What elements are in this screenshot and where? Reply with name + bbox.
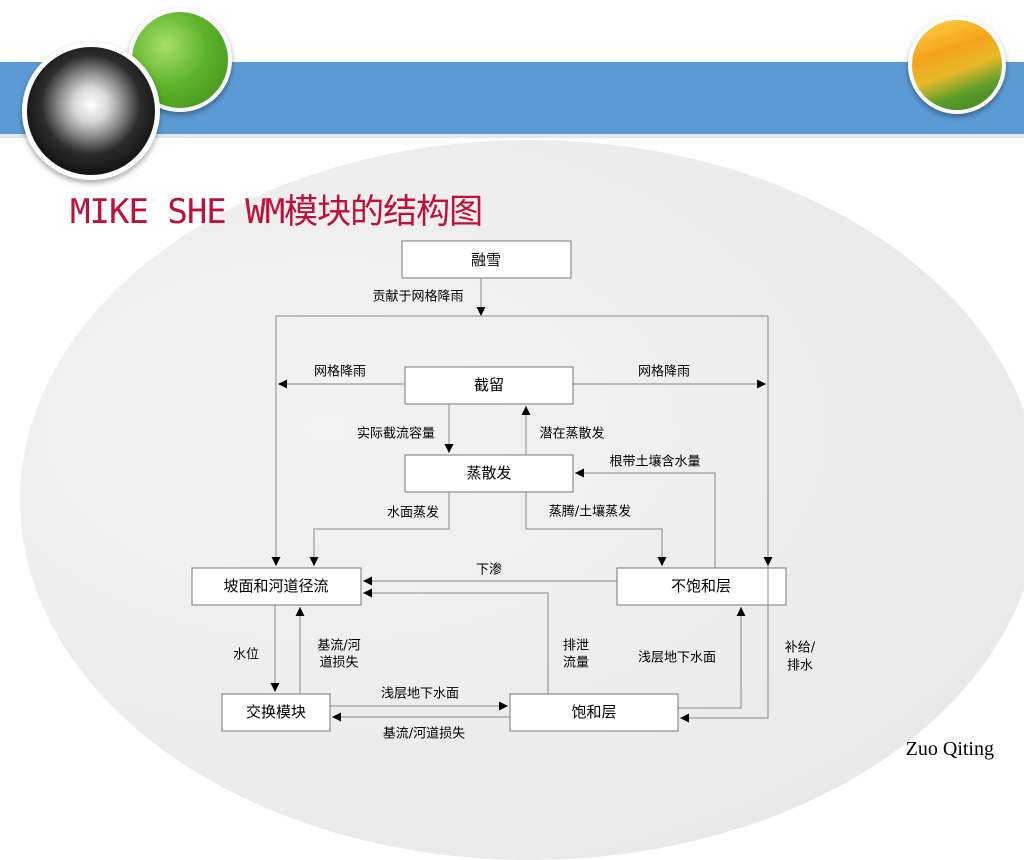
label-recharge-2: 排水 bbox=[787, 659, 813, 674]
label-baseflow-loss-1: 基流/河 bbox=[317, 639, 360, 654]
box-saturated-zone bbox=[509, 693, 679, 732]
flow-shallow-gw-up bbox=[678, 607, 746, 709]
box-interception-label: 截留 bbox=[474, 376, 504, 394]
label-actual-capacity: 实际截流容量 bbox=[357, 426, 435, 442]
label-grid-rain-right: 网格降雨 bbox=[638, 364, 690, 380]
label-shallow-gw-bottom: 浅层地下水面 bbox=[381, 687, 459, 702]
flow-root-moisture bbox=[575, 468, 716, 568]
label-shallow-gw-right: 浅层地下水面 bbox=[638, 651, 716, 666]
wm-structure-diagram: 融雪 截留 蒸散发 坡面和河道径流 不饱和层 交换模块 饱和层 贡献于网格降雨 … bbox=[191, 240, 816, 742]
label-infiltration: 下渗 bbox=[476, 563, 502, 578]
box-exchange-module bbox=[221, 693, 331, 732]
box-evapotranspiration-label: 蒸散发 bbox=[466, 464, 511, 482]
box-saturated-zone-label: 饱和层 bbox=[571, 703, 616, 721]
box-evapotranspiration bbox=[404, 454, 574, 493]
label-drain-2: 流量 bbox=[563, 656, 589, 671]
label-contribute-rain: 贡献于网格降雨 bbox=[372, 289, 463, 305]
label-baseflow-loss-2: 道损失 bbox=[319, 656, 358, 671]
flow-water-evap bbox=[309, 492, 450, 566]
label-soil-evap: 蒸腾/土壤蒸发 bbox=[549, 504, 631, 520]
author-credit: Zuo Qiting bbox=[905, 738, 994, 760]
flow-soil-evap bbox=[525, 492, 667, 566]
box-snowmelt bbox=[401, 240, 572, 279]
label-potential-et: 潜在蒸散发 bbox=[539, 426, 604, 442]
flow-recharge bbox=[680, 566, 769, 723]
box-snowmelt-label: 融雪 bbox=[471, 251, 501, 269]
box-unsaturated-zone bbox=[616, 567, 787, 606]
box-unsaturated-zone-label: 不饱和层 bbox=[671, 577, 731, 595]
box-overland-flow bbox=[191, 567, 362, 606]
label-drain-1: 排泄 bbox=[563, 639, 589, 654]
slide-title: MIKE SHE WM模块的结构图 bbox=[70, 192, 483, 232]
tulip-photo-icon bbox=[908, 16, 1006, 114]
label-recharge-1: 补给/ bbox=[785, 641, 816, 656]
label-water-evap: 水面蒸发 bbox=[387, 505, 439, 521]
box-overland-flow-label: 坡面和河道径流 bbox=[223, 577, 328, 595]
flow-drain bbox=[363, 588, 549, 694]
label-baseflow-loss-bottom: 基流/河道损失 bbox=[383, 727, 465, 742]
label-root-moisture: 根带土壤含水量 bbox=[609, 454, 700, 470]
dandelion-photo-icon bbox=[22, 42, 160, 180]
box-interception bbox=[404, 366, 574, 405]
label-water-level: 水位 bbox=[233, 648, 259, 663]
header-band-underline bbox=[0, 134, 1024, 138]
box-exchange-module-label: 交换模块 bbox=[246, 703, 306, 721]
label-grid-rain-left: 网格降雨 bbox=[314, 364, 366, 380]
